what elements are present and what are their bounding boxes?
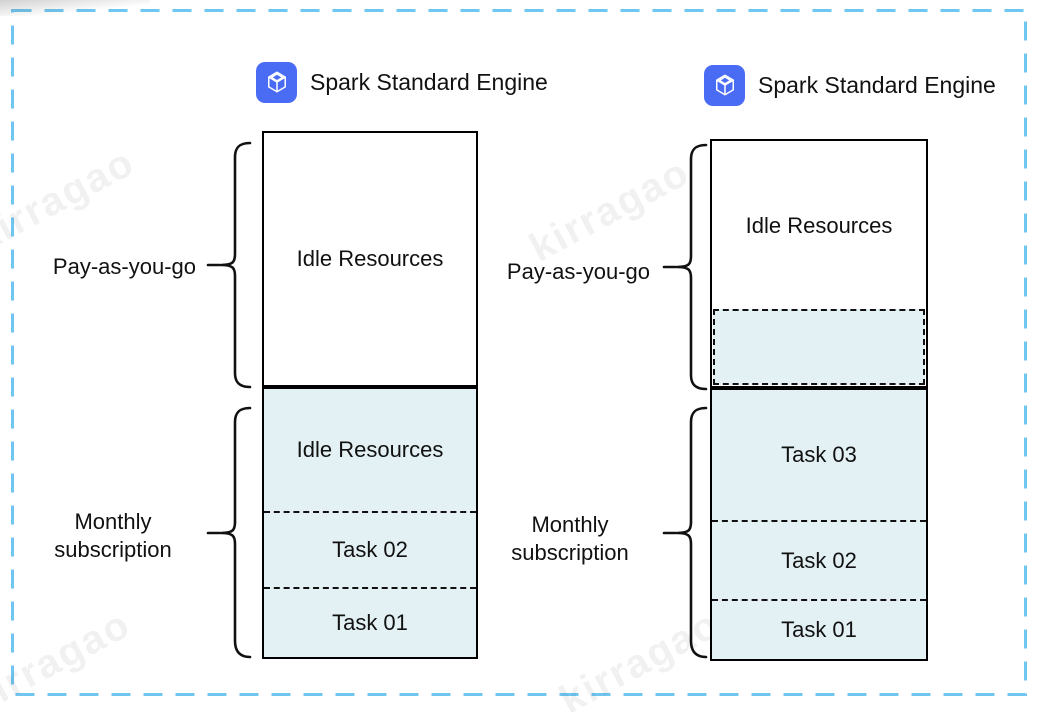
- left-payg-box-label: Idle Resources: [296, 246, 444, 271]
- left-engine-title: Spark Standard Engine: [310, 68, 548, 95]
- watermark-text: kirragao: [0, 601, 138, 712]
- segment-task-01: Task 01: [712, 599, 926, 659]
- left-monthly-label-line2: subscription: [54, 537, 172, 562]
- right-payg-box-label: Idle Resources: [745, 212, 893, 238]
- left-engine-header: Spark Standard Engine: [256, 61, 548, 103]
- right-payg-label: Pay-as-you-go: [506, 259, 650, 284]
- right-monthly-label: Monthly subscription: [490, 511, 650, 567]
- left-monthly-label: Monthly subscription: [33, 508, 193, 564]
- right-payg-box: Idle Resources: [710, 139, 928, 388]
- watermark-text: kirragao: [522, 149, 697, 271]
- right-monthly-label-line1: Monthly: [531, 512, 609, 537]
- reserved-overlap-region: [713, 309, 925, 385]
- right-monthly-label-line2: subscription: [511, 540, 629, 565]
- segment-idle-resources: Idle Resources: [296, 437, 444, 463]
- left-payg-label: Pay-as-you-go: [52, 254, 196, 279]
- right-engine-header: Spark Standard Engine: [704, 64, 996, 106]
- cube-icon: [256, 61, 297, 103]
- corner-shadow-artifact: [0, 0, 150, 16]
- left-payg-brace: [206, 141, 252, 389]
- left-monthly-label-line1: Monthly: [74, 509, 152, 534]
- segment-task-02: Task 02: [712, 520, 926, 599]
- right-monthly-box: Task 03 Task 02 Task 01: [710, 388, 928, 661]
- segment-task-01: Task 01: [264, 587, 476, 657]
- right-engine-title: Spark Standard Engine: [758, 71, 996, 98]
- segment-task-03: Task 03: [781, 442, 857, 468]
- left-payg-box: Idle Resources: [262, 131, 478, 387]
- left-monthly-brace: [206, 406, 252, 659]
- left-monthly-box: Idle Resources Task 02 Task 01: [262, 387, 478, 659]
- segment-task-02: Task 02: [264, 511, 476, 587]
- cube-icon: [704, 64, 745, 106]
- watermark-text: kirragao: [0, 139, 142, 261]
- watermark-text: kirragao: [552, 601, 727, 712]
